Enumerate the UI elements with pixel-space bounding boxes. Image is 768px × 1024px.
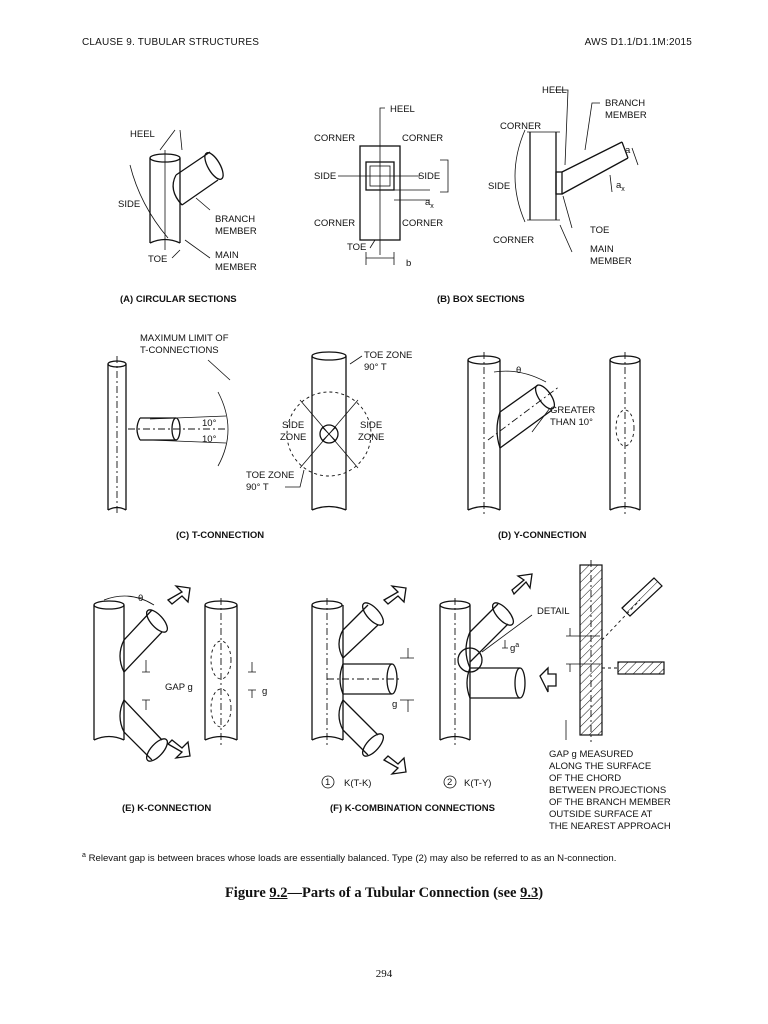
a-toe-label: TOE: [148, 254, 167, 265]
a-heel-label: HEEL: [130, 129, 155, 140]
panel-b-box-section-elevation: HEEL BRANCH MEMBER CORNER SIDE a ax TOE …: [437, 85, 647, 305]
detail-note-line-6: OUTSIDE SURFACE AT: [549, 809, 652, 820]
b-side-label-right: SIDE: [418, 171, 440, 182]
a-main-label-2: MEMBER: [215, 262, 257, 273]
f-k1-label: K(T-K): [344, 778, 371, 789]
c-toezone-label-2b: 90° T: [246, 482, 269, 493]
d-greater-label-2: THAN 10°: [550, 417, 593, 428]
a-main-label-1: MAIN: [215, 250, 239, 261]
b2-branch-label-1: BRANCH: [605, 98, 645, 109]
b2-main-label-1: MAIN: [590, 244, 614, 255]
e-gap-label: GAP g: [165, 682, 193, 693]
c-toezone-label-1b: 90° T: [364, 362, 387, 373]
a-side-label: SIDE: [118, 199, 140, 210]
b-ax-label: ax: [425, 197, 434, 210]
a-branch-label-1: BRANCH: [215, 214, 255, 225]
f-detail-label: DETAIL: [537, 606, 570, 617]
b-corner-label-br: CORNER: [402, 218, 443, 229]
b-side-label-left: SIDE: [314, 171, 336, 182]
panel-detail: GAP g MEASURED ALONG THE SURFACE OF THE …: [549, 560, 671, 832]
b-corner-label-bl: CORNER: [314, 218, 355, 229]
footnote: a Relevant gap is between braces whose l…: [82, 852, 616, 864]
e-g-label: g: [262, 686, 267, 697]
c-deg-label-bottom: 10°: [202, 434, 217, 445]
c-sidezone-left-1: SIDE: [282, 420, 304, 431]
figure-title-suffix: ): [538, 885, 544, 901]
b2-branch-label-2: MEMBER: [605, 110, 647, 121]
panel-d-y-connection: θ GREATER THAN 10° (D) Y-CONNECTION: [467, 352, 641, 541]
b-toe-label: TOE: [347, 242, 366, 253]
b2-ax-label: ax: [616, 180, 625, 193]
caption-f: (F) K-COMBINATION CONNECTIONS: [330, 803, 495, 814]
b-corner-label-tl: CORNER: [314, 133, 355, 144]
b2-a-label: a: [625, 145, 631, 156]
c-sidezone-left-2: ZONE: [280, 432, 306, 443]
caption-c: (C) T-CONNECTION: [176, 530, 264, 541]
figure-ref-link[interactable]: 9.2: [269, 885, 288, 901]
detail-note-line-1: GAP g MEASURED: [549, 749, 633, 760]
footnote-text: Relevant gap is between braces whose loa…: [88, 853, 617, 865]
detail-note-line-2: ALONG THE SURFACE: [549, 761, 651, 772]
caption-d: (D) Y-CONNECTION: [498, 530, 587, 541]
c-sidezone-right-2: ZONE: [358, 432, 384, 443]
c-toezone-label-2: TOE ZONE: [246, 470, 294, 481]
panel-e-k-connection: θ GAP g g (E) K-CONNECTION: [93, 585, 267, 814]
b2-heel-label: HEEL: [542, 85, 567, 96]
figure-title-text: —Parts of a Tubular Connection (see: [287, 885, 521, 901]
panel-b-box-section-plan: HEEL CORNER CORNER SIDE SIDE ax CORNER C…: [314, 104, 449, 269]
b-corner-label-tr: CORNER: [402, 133, 443, 144]
c-max-label-2: T-CONNECTIONS: [140, 345, 219, 356]
d-greater-label-1: GREATER: [550, 405, 595, 416]
f-g-label: g: [392, 699, 397, 710]
page-number: 294: [375, 968, 393, 980]
running-header-left: CLAUSE 9. TUBULAR STRUCTURES: [82, 37, 260, 48]
b2-main-label-2: MEMBER: [590, 256, 632, 267]
f-k2-label: K(T-Y): [464, 778, 491, 789]
c-sidezone-right-1: SIDE: [360, 420, 382, 431]
running-header-right: AWS D1.1/D1.1M:2015: [584, 37, 692, 48]
c-deg-label-top: 10°: [202, 418, 217, 429]
f-ga-label: ga: [510, 642, 519, 654]
f-k2-number: 2: [447, 777, 452, 788]
b-b-label: b: [406, 258, 411, 269]
figure-title: Figure 9.2—Parts of a Tubular Connection…: [0, 885, 768, 902]
c-max-label-1: MAXIMUM LIMIT OF: [140, 333, 229, 344]
b2-corner-label-top: CORNER: [500, 121, 541, 132]
caption-e: (E) K-CONNECTION: [122, 803, 211, 814]
detail-note-line-3: OF THE CHORD: [549, 773, 621, 784]
figure-title-prefix: Figure: [224, 885, 270, 901]
b-heel-label: HEEL: [390, 104, 415, 115]
c-toezone-label-1: TOE ZONE: [364, 350, 412, 361]
detail-note-line-5: OF THE BRANCH MEMBER: [549, 797, 671, 808]
panel-a-circular-sections: HEEL SIDE TOE BRANCH MEMBER MAIN MEMBER …: [118, 129, 257, 305]
footnote-mark: a: [82, 852, 86, 859]
panel-f-k-combination: g DETAIL ga 1 K(T-K) 2 K(T-Y) (F) K-COMB…: [311, 573, 570, 814]
b2-side-label: SIDE: [488, 181, 510, 192]
e-theta-label: θ: [138, 593, 143, 604]
section-ref-link[interactable]: 9.3: [520, 885, 539, 901]
caption-b: (B) BOX SECTIONS: [437, 294, 525, 305]
panel-c-t-connection: MAXIMUM LIMIT OF T-CONNECTIONS 10° 10° T…: [107, 333, 412, 541]
detail-note-line-4: BETWEEN PROJECTIONS: [549, 785, 666, 796]
b2-corner-label-bottom: CORNER: [493, 235, 534, 246]
caption-a: (A) CIRCULAR SECTIONS: [120, 294, 237, 305]
a-branch-label-2: MEMBER: [215, 226, 257, 237]
d-theta-label: θ: [516, 365, 521, 376]
detail-note-line-7: THE NEAREST APPROACH: [549, 821, 671, 832]
f-k1-number: 1: [325, 777, 330, 788]
b2-toe-label: TOE: [590, 225, 609, 236]
